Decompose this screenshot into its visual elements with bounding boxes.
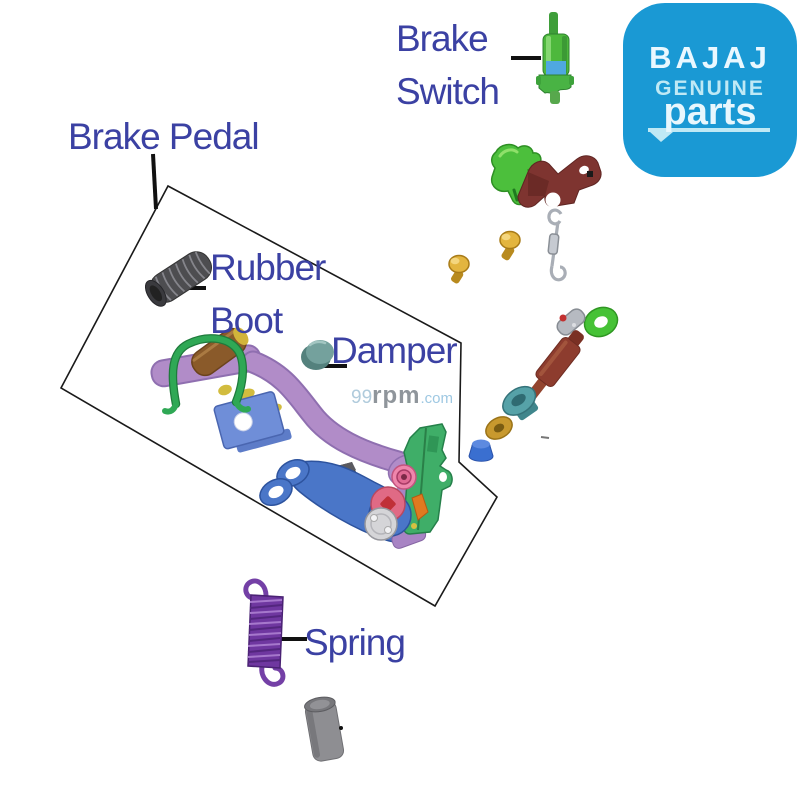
logo-underline (648, 128, 770, 132)
screw-gold-1 (499, 230, 521, 261)
pedal-boundary-outline (59, 184, 499, 608)
orange-link (411, 493, 429, 521)
watermark-num: 99 (351, 387, 373, 408)
brake-switch-label-line1: Brake (396, 18, 489, 59)
logo-arrow-icon (650, 132, 673, 142)
bajaj-genuine-parts-logo: BAJAJ GENUINE parts (623, 3, 797, 177)
return-spring (243, 578, 286, 687)
brake-pedal-pointer (151, 153, 158, 210)
mounting-clip-green (490, 143, 542, 206)
rubber-boot-label: Rubber Boot (210, 241, 326, 347)
brake-switch-label: Brake Switch (396, 12, 500, 118)
logo-parts-text: parts (663, 91, 757, 133)
pivot-boss-discs (364, 486, 417, 541)
watermark-com: .com (420, 390, 453, 407)
logo-brand-text: BAJAJ (649, 40, 771, 75)
damper-part (301, 340, 334, 370)
rubber-boot-label-line2: Boot (210, 300, 283, 341)
pedal-assembly (150, 327, 453, 549)
screw-gold-2 (448, 254, 470, 284)
washer-green (583, 306, 619, 338)
brake-switch-label-line2: Switch (396, 71, 500, 112)
watermark: 99rpm.com (351, 382, 453, 410)
bolt-silver (556, 308, 586, 336)
disc-pink-small (391, 464, 417, 490)
rubber-boot-label-line1: Rubber (210, 247, 326, 288)
rubber-boot-part (144, 251, 212, 307)
grommet-blue (468, 439, 494, 462)
spring-label: Spring (304, 622, 406, 663)
damper-label: Damper (331, 330, 458, 371)
logo-genuine-text: GENUINE (655, 77, 765, 100)
washer-gold (485, 416, 513, 440)
bushing-teal (502, 385, 539, 421)
s-hook-sleeve (547, 233, 560, 255)
brake-switch-part (536, 12, 574, 104)
stray-mark (540, 436, 550, 439)
pin-gray (304, 696, 345, 762)
watermark-rpm: rpm (372, 382, 421, 409)
brake-pedal-label: Brake Pedal (68, 116, 260, 157)
mounting-bracket-maroon (517, 155, 602, 208)
clamp-plate-blue (213, 391, 292, 453)
pad-wire-clip-green (162, 334, 251, 415)
stray-dot (339, 726, 343, 730)
